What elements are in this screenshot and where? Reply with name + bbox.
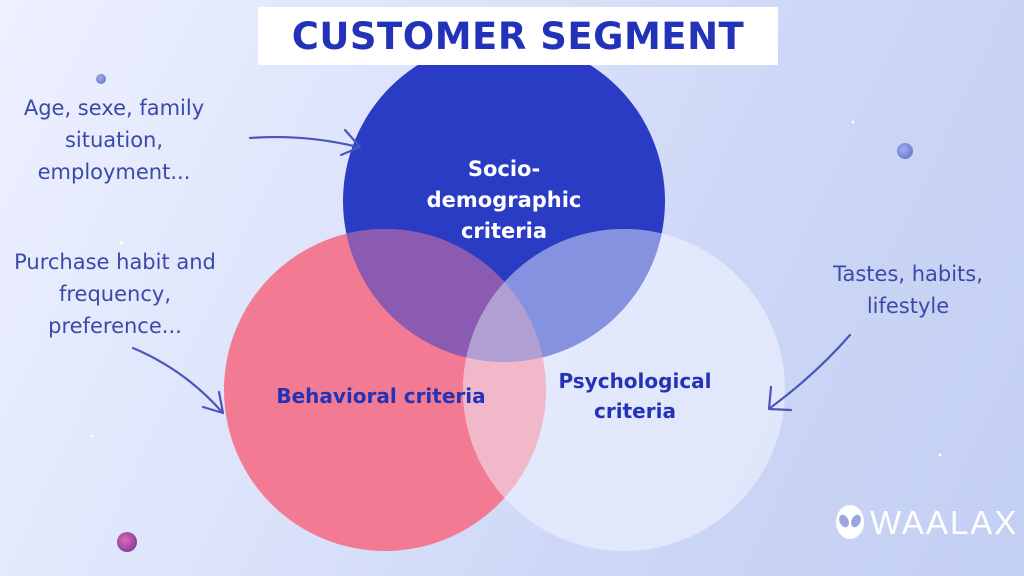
label-line: Psychological xyxy=(558,369,712,393)
annotation-line: frequency, xyxy=(58,282,171,306)
annotation-line: situation, xyxy=(64,128,164,152)
label-line: criteria xyxy=(594,399,676,423)
alien-head-icon xyxy=(836,505,864,539)
annotation-line: lifestyle xyxy=(866,294,950,318)
decor-sparkle xyxy=(119,241,123,245)
annotation-psychological: Tastes, habits, lifestyle xyxy=(808,258,1008,322)
arrow-to-behavioral xyxy=(131,346,225,415)
decor-sparkle xyxy=(90,434,94,438)
arrow-to-psychological xyxy=(767,333,852,412)
label-behavioral: Behavioral criteria xyxy=(246,382,516,410)
annotation-line: Tastes, habits, xyxy=(833,262,983,286)
overlap-socio-behavioral xyxy=(343,229,546,362)
annotation-line: Purchase habit and xyxy=(14,250,216,274)
annotation-line: Age, sexe, family xyxy=(23,96,205,120)
label-line: demographic xyxy=(426,188,582,212)
annotation-line: employment... xyxy=(37,160,191,184)
label-line: Behavioral criteria xyxy=(276,384,486,408)
title-banner: CUSTOMER SEGMENT xyxy=(258,7,778,65)
decor-sparkle xyxy=(851,120,855,124)
arrow-to-socio xyxy=(248,128,362,157)
label-line: criteria xyxy=(460,219,547,243)
annotation-socio-demographic: Age, sexe, family situation, employment.… xyxy=(8,92,220,188)
decor-dot xyxy=(117,532,137,552)
decor-dot xyxy=(897,143,913,159)
page-title: CUSTOMER SEGMENT xyxy=(291,14,745,58)
decor-dot xyxy=(96,74,106,84)
decor-sparkle xyxy=(938,453,942,457)
annotation-line: preference... xyxy=(48,314,182,338)
label-psychological: Psychological criteria xyxy=(530,366,740,426)
overlap-socio-psychological xyxy=(463,229,665,362)
label-line: Socio- xyxy=(467,157,541,181)
label-socio-demographic: Socio- demographic criteria xyxy=(404,154,604,247)
brand-logo: WAALAX xyxy=(834,504,1018,542)
brand-name: WAALAX xyxy=(870,504,1019,541)
annotation-behavioral: Purchase habit and frequency, preference… xyxy=(0,246,230,342)
